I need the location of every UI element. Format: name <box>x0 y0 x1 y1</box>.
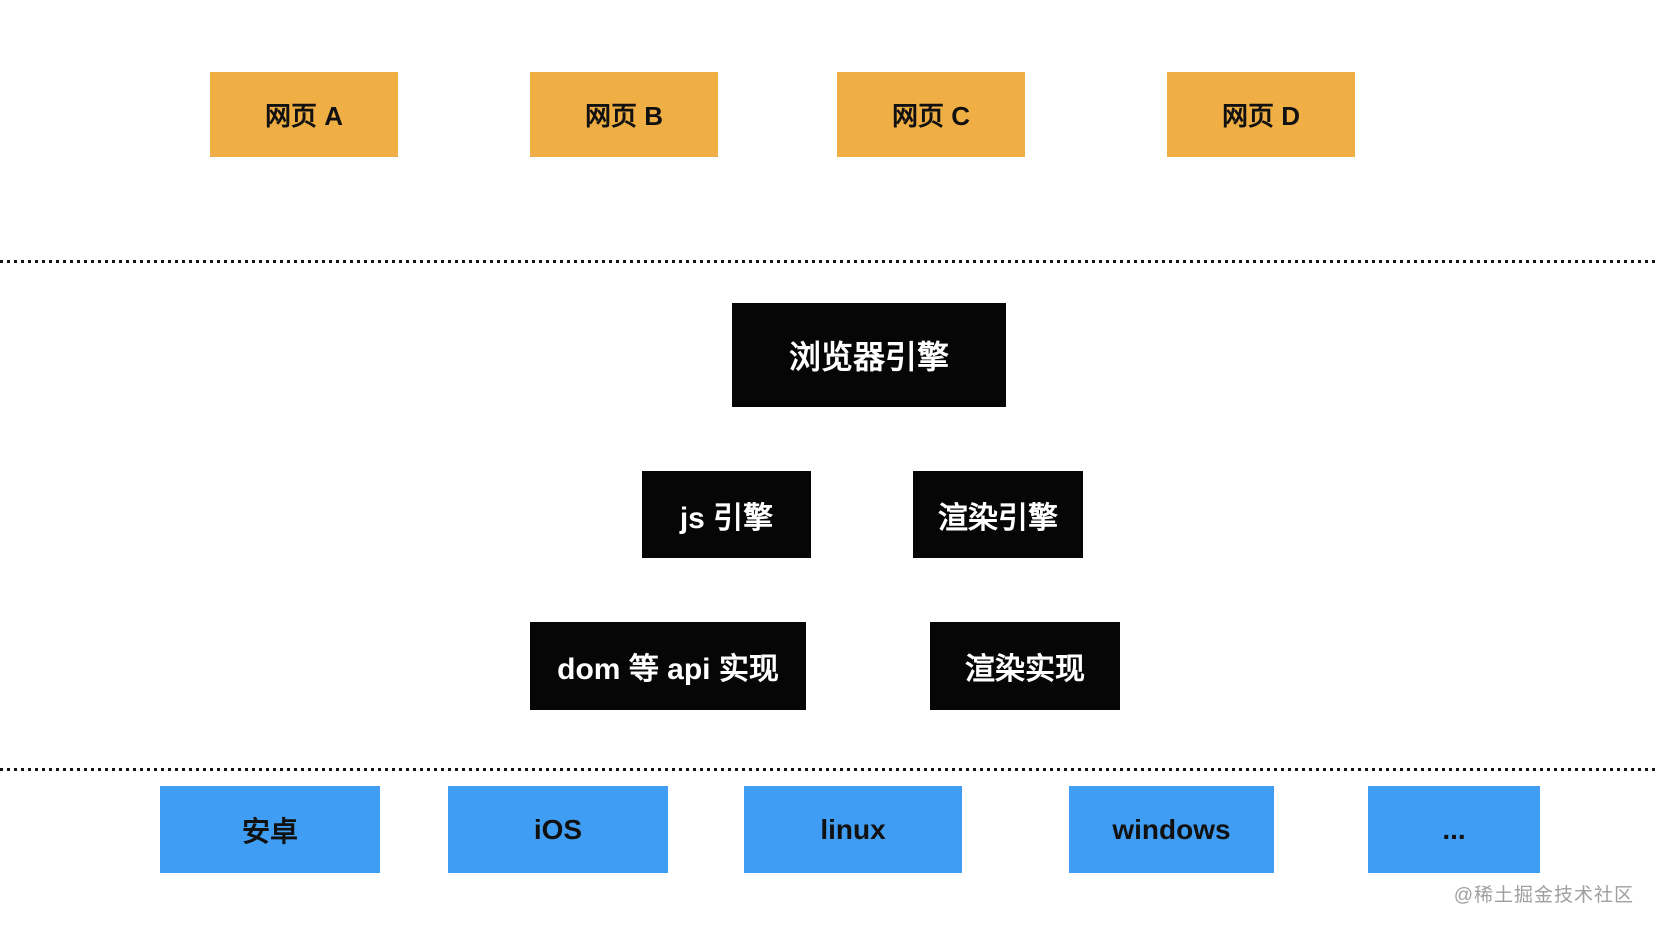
dotted-separator-bottom <box>0 768 1656 771</box>
dotted-separator-top <box>0 260 1656 263</box>
browser-engine-node: 浏览器引擎 <box>732 303 1006 407</box>
platform-windows-node: windows <box>1069 786 1274 873</box>
juejin-watermark: @稀土掘金技术社区 <box>1453 885 1634 906</box>
platform-more-node: ... <box>1368 786 1540 873</box>
webpage-b-node: 网页 B <box>530 72 718 157</box>
webpage-a-node: 网页 A <box>210 72 398 157</box>
platform-ios-node: iOS <box>448 786 668 873</box>
js-engine-node: js 引擎 <box>642 471 811 558</box>
dom-api-implementation-node: dom 等 api 实现 <box>530 622 806 710</box>
platform-android-node: 安卓 <box>160 786 380 873</box>
platform-linux-node: linux <box>744 786 962 873</box>
render-engine-node: 渲染引擎 <box>913 471 1083 558</box>
webpage-d-node: 网页 D <box>1167 72 1355 157</box>
webpage-c-node: 网页 C <box>837 72 1025 157</box>
render-implementation-node: 渲染实现 <box>930 622 1120 710</box>
